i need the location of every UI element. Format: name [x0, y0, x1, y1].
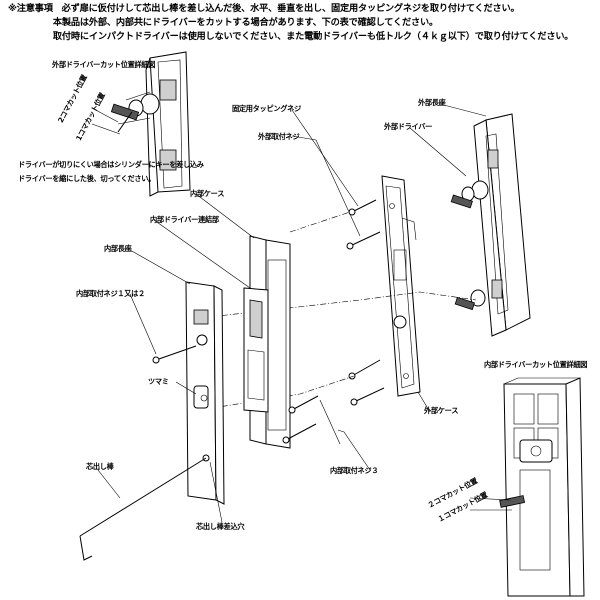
caution-note-line-2: 本製品は外部、内部共にドライバーをカットする場合があります、下の表で確認してくだ…	[8, 17, 438, 28]
exterior-escutcheon	[450, 113, 531, 337]
exterior-escutcheon-label: 外部長座	[418, 98, 446, 107]
inner-case-label: 内部ケース	[190, 189, 225, 198]
inner-escutcheon	[185, 281, 225, 505]
exterior-case-label: 外部ケース	[424, 406, 459, 415]
centering-rod-label: 芯出し棒	[86, 462, 114, 471]
exterior-driver-cut-detail-title: 外部ドライバーカット位置詳細図	[52, 60, 156, 69]
inner-escutcheon-label: 内部長座	[104, 244, 132, 253]
caution-note-line-3: 取付時にインパクトドライバーは使用しないでください、また電動ドライバーも低トルク…	[8, 31, 574, 42]
driver-cut-tip-line-1: ドライバーが切りにくい場合はシリンダーにキーを差し込み	[18, 160, 204, 169]
exterior-case	[381, 175, 421, 397]
interior-driver-cut-detail	[499, 377, 585, 597]
centering-rod-hole-label: 芯出し棒差込穴	[196, 522, 245, 531]
inner-driver-connector	[243, 287, 269, 413]
exterior-driver-label: 外部ドライバー	[384, 122, 433, 131]
inner-mounting-screw-1-2-label: 内部取付ネジ１又は２	[76, 289, 145, 298]
caution-note-line-1: ※注意事項 必ず扉に仮付けして芯出し棒を差し込んだ後、水平、垂直を出し、固定用タ…	[8, 3, 520, 14]
centering-rod	[79, 457, 207, 561]
inner-mounting-screw-3-label: 内部取付ネジ３	[330, 466, 379, 475]
fixing-tapping-screws	[348, 199, 381, 380]
interior-driver-cut-detail-title: 内部ドライバーカット位置詳細図	[484, 360, 588, 369]
exterior-mounting-screws	[346, 231, 385, 406]
knob-label: ツマミ	[148, 377, 169, 386]
fixing-tapping-screw-label: 固定用タッピングネジ	[232, 104, 301, 113]
exterior-driver-cut-detail	[110, 51, 191, 197]
exterior-mounting-screw-label: 外部取付ネジ	[258, 132, 300, 141]
inner-mounting-screws	[152, 345, 319, 444]
driver-cut-tip-line-2: ドライバーを縮にした後、切ってください。	[18, 174, 156, 183]
inner-driver-connector-label: 内部ドライバー連結部	[150, 215, 219, 224]
